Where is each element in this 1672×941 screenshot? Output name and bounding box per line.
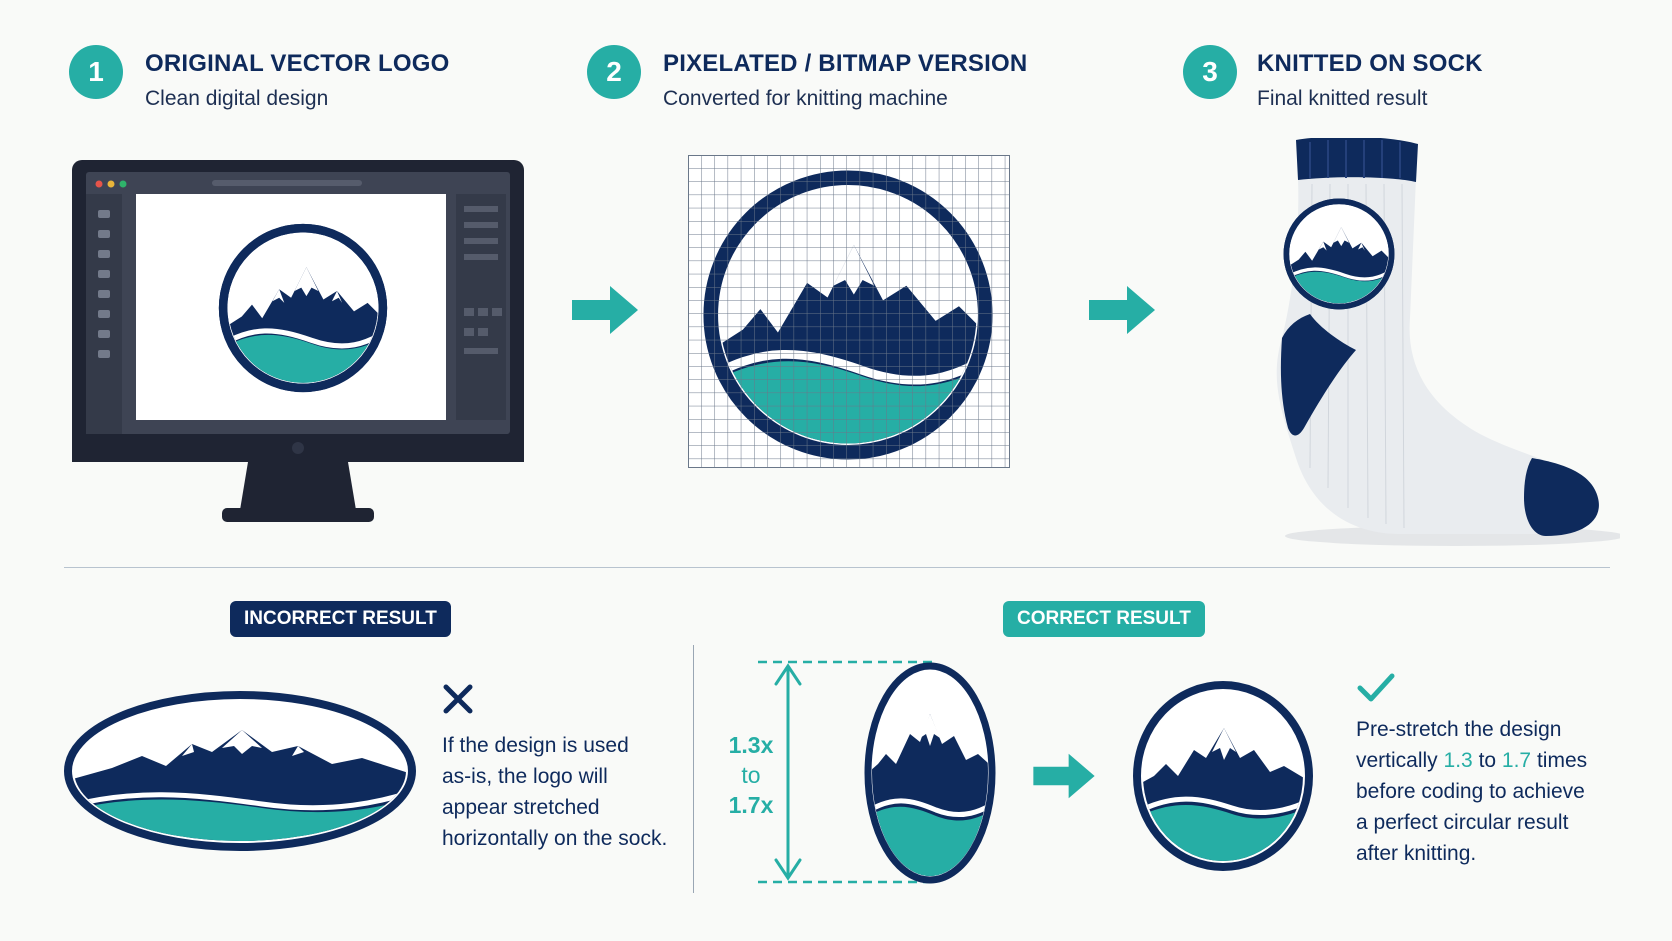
x-mark-icon — [443, 684, 473, 714]
step-1-subtitle: Clean digital design — [145, 87, 329, 110]
right-arrow-icon — [572, 286, 638, 334]
correct-note-line: a perfect circular result — [1356, 811, 1569, 834]
correct-note-line: Pre-stretch the design — [1356, 718, 1562, 741]
vertical-stretch-dimension — [758, 660, 934, 884]
incorrect-note-line: horizontally on the sock. — [442, 827, 668, 850]
incorrect-result-badge: INCORRECT RESULT — [230, 601, 451, 637]
ratio-max-value: 1.7 — [1501, 749, 1532, 772]
pixel-grid-logo — [688, 155, 1010, 468]
right-arrow-icon — [1089, 286, 1155, 334]
incorrect-note-line: If the design is used — [442, 734, 629, 757]
step-2-title: PIXELATED / BITMAP VERSION — [663, 50, 1028, 77]
incorrect-note-line: appear stretched — [442, 796, 600, 819]
section-divider — [64, 567, 1610, 568]
ratio-to: 1.7x — [728, 792, 774, 818]
stretch-ratio-label: 1.3x to 1.7x — [716, 730, 786, 820]
correct-note-text: vertically — [1356, 749, 1444, 772]
vector-logo — [218, 223, 388, 393]
incorrect-note-line: as-is, the logo will — [442, 765, 608, 788]
correct-note-text: to — [1472, 749, 1502, 772]
step-3-number: 3 — [1183, 45, 1237, 99]
correct-note: Pre-stretch the design vertically 1.3 to… — [1356, 714, 1587, 869]
incorrect-note: If the design is used as-is, the logo wi… — [442, 730, 667, 854]
ratio-from: 1.3x — [728, 732, 774, 758]
correct-note-line: vertically 1.3 to 1.7 times — [1356, 745, 1587, 776]
correct-note-line: after knitting. — [1356, 842, 1477, 865]
step-1-title: ORIGINAL VECTOR LOGO — [145, 50, 450, 77]
correct-result-badge: CORRECT RESULT — [1003, 601, 1205, 637]
ratio-min-value: 1.3 — [1443, 749, 1473, 772]
pre-stretched-logo — [864, 662, 996, 884]
step-2-number: 2 — [587, 45, 641, 99]
correct-note-text: times — [1531, 749, 1588, 772]
column-divider — [693, 645, 694, 893]
sock-logo — [1283, 198, 1395, 310]
step-1-number: 1 — [69, 45, 123, 99]
stretched-oval-logo — [64, 691, 416, 851]
right-arrow-icon — [1033, 753, 1095, 799]
step-2-subtitle: Converted for knitting machine — [663, 87, 948, 110]
correct-note-line: before coding to achieve — [1356, 780, 1585, 803]
step-3-title: KNITTED ON SOCK — [1257, 50, 1483, 77]
ratio-to-word: to — [741, 762, 761, 788]
final-circular-logo — [1133, 681, 1313, 871]
step-3-subtitle: Final knitted result — [1257, 87, 1428, 110]
monitor-illustration — [72, 160, 524, 522]
check-mark-icon — [1357, 673, 1395, 702]
